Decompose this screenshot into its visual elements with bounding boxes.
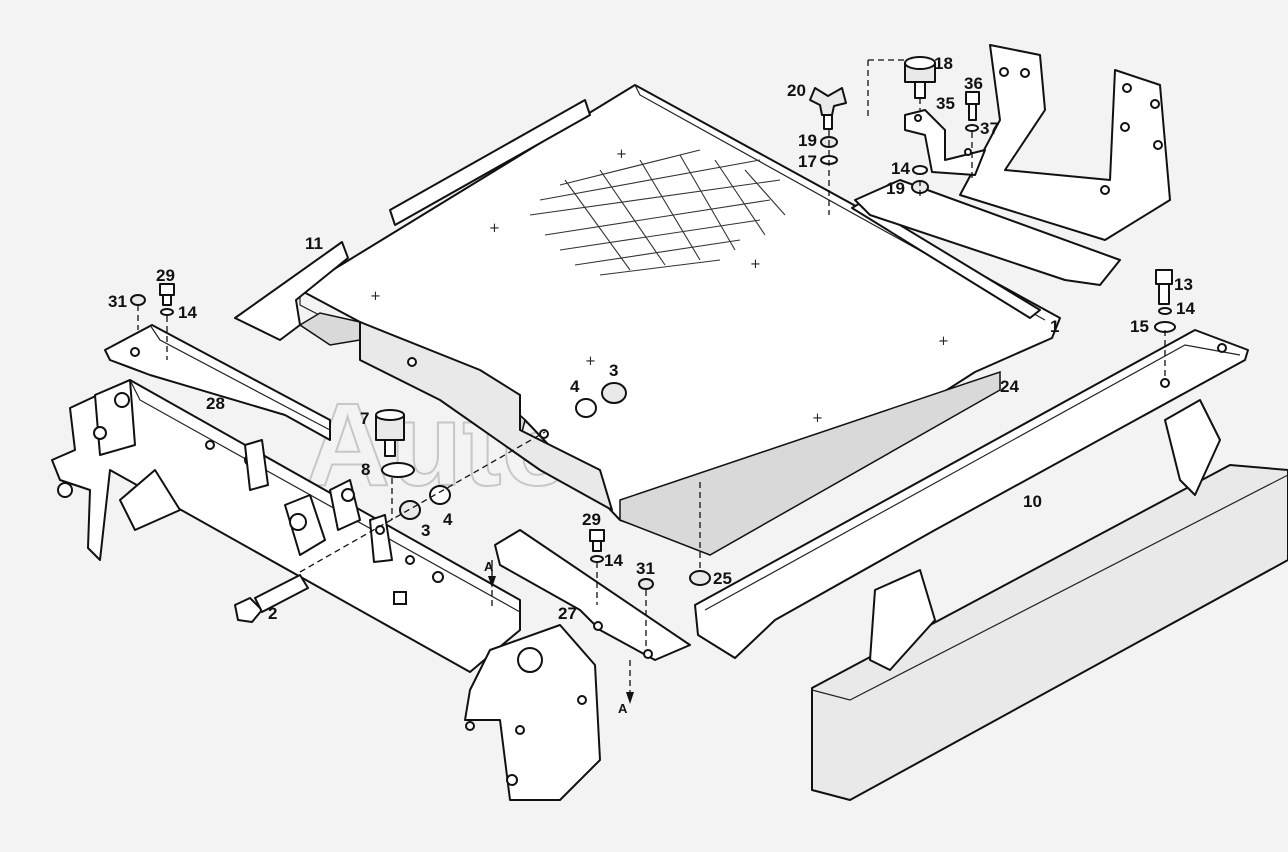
- section-marker-a-upper: A: [484, 559, 496, 588]
- callout-13: 13: [1174, 275, 1193, 294]
- callout-14: 14: [1176, 299, 1195, 318]
- angle-rail-left: [104, 324, 331, 441]
- callout-4: 4: [570, 377, 580, 396]
- callout-27: 27: [558, 604, 577, 623]
- svg-text:+: +: [750, 257, 761, 272]
- callout-17: 17: [798, 152, 817, 171]
- callout-8: 8: [361, 460, 370, 479]
- callout-3: 3: [421, 521, 430, 540]
- callout-10: 10: [1023, 492, 1042, 511]
- left-frame-rail: [51, 379, 601, 801]
- svg-text:+: +: [812, 411, 823, 426]
- callout-20: 20: [787, 81, 806, 100]
- callout-29: 29: [156, 266, 175, 285]
- callout-37: 37: [980, 119, 999, 138]
- callout-4: 4: [443, 510, 453, 529]
- fasteners: [130, 56, 1176, 623]
- callout-36: 36: [964, 74, 983, 93]
- assembly-axis-lines: [137, 59, 1166, 700]
- callout-31: 31: [108, 292, 127, 311]
- callout-19: 19: [886, 179, 905, 198]
- callout-15: 15: [1130, 317, 1149, 336]
- angle-rail-lower: [494, 529, 691, 661]
- callout-1: 1: [1050, 317, 1059, 336]
- section-marker-label: A: [618, 701, 628, 716]
- callout-14: 14: [891, 159, 910, 178]
- top-right-bracket: [854, 44, 1171, 286]
- callout-35: 35: [936, 94, 955, 113]
- callout-25: 25: [713, 569, 732, 588]
- callout-11: 11: [305, 234, 323, 253]
- svg-text:+: +: [370, 289, 381, 304]
- svg-text:+: +: [489, 221, 500, 236]
- svg-text:+: +: [938, 334, 949, 349]
- callout-2: 2: [268, 604, 277, 623]
- svg-text:+: +: [616, 147, 627, 162]
- angle-rail-right: [694, 329, 1249, 659]
- callout-28: 28: [206, 394, 225, 413]
- callout-7: 7: [360, 409, 369, 428]
- l-bracket: [904, 109, 986, 176]
- section-marker-a-lower: A: [618, 692, 634, 716]
- center-bracket: [359, 321, 613, 511]
- callout-19: 19: [798, 131, 817, 150]
- callout-labels: 1 2 3 3 4 4 7 8 10 11 13 14 14 14 14 15 …: [108, 54, 1195, 623]
- section-marker-label: A: [484, 559, 494, 574]
- callout-14: 14: [178, 303, 197, 322]
- svg-text:+: +: [585, 354, 596, 369]
- callout-14: 14: [604, 551, 623, 570]
- callout-18: 18: [934, 54, 953, 73]
- callout-3: 3: [609, 361, 618, 380]
- callout-29: 29: [582, 510, 601, 529]
- callout-24: 24: [1000, 377, 1019, 396]
- callout-31: 31: [636, 559, 655, 578]
- right-channel-beam: [811, 399, 1288, 801]
